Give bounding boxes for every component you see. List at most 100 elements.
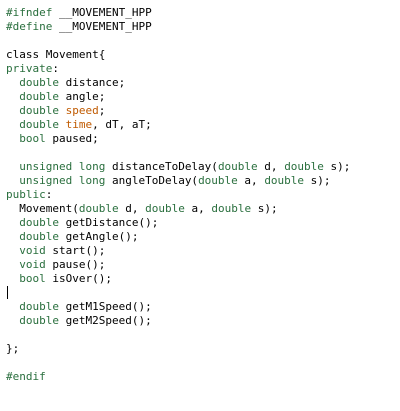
code-keyword: void <box>19 258 46 271</box>
code-text <box>6 244 19 257</box>
code-keyword: bool <box>19 272 46 285</box>
code-text <box>6 216 19 229</box>
code-text: angleToDelay( <box>105 174 199 187</box>
code-keyword: double <box>217 160 258 173</box>
code-keyword: double <box>145 202 185 215</box>
code-text <box>6 90 19 103</box>
code-line[interactable] <box>6 328 400 342</box>
code-text <box>6 230 19 243</box>
code-text <box>6 104 19 117</box>
code-text: Movement( <box>6 202 79 215</box>
code-text <box>6 174 19 187</box>
code-keyword: double <box>19 300 59 313</box>
code-text: ; <box>98 104 106 117</box>
code-line[interactable]: double getAngle(); <box>6 230 400 244</box>
code-text: getDistance(); <box>59 216 159 229</box>
code-text: distanceToDelay( <box>105 160 218 173</box>
code-line[interactable]: class Movement{ <box>6 48 400 62</box>
code-text: a, <box>184 202 212 215</box>
code-line[interactable]: #define __MOVEMENT_HPP <box>6 20 400 34</box>
code-keyword: void <box>19 244 46 257</box>
code-line[interactable]: double getM2Speed(); <box>6 314 400 328</box>
code-preprocessor: #endif <box>6 370 46 383</box>
code-text: s); <box>304 174 331 187</box>
code-text: : <box>45 188 53 201</box>
code-line[interactable]: double getM1Speed(); <box>6 300 400 314</box>
code-line[interactable]: double getDistance(); <box>6 216 400 230</box>
code-text <box>6 258 19 271</box>
code-text: a, <box>237 174 265 187</box>
code-text <box>6 300 19 313</box>
code-line[interactable]: bool isOver(); <box>6 272 400 286</box>
code-line[interactable] <box>6 286 400 300</box>
code-text: distance; <box>59 76 126 89</box>
text-cursor <box>7 286 8 299</box>
code-keyword: unsigned long <box>19 160 106 173</box>
code-text: : <box>52 62 59 75</box>
code-line[interactable]: void start(); <box>6 244 400 258</box>
code-text <box>6 314 19 327</box>
code-text: start(); <box>45 244 106 257</box>
code-text: getM2Speed(); <box>59 314 152 327</box>
code-keyword: bool <box>19 132 46 145</box>
code-identifier: time <box>65 118 93 131</box>
code-text: isOver(); <box>45 272 112 285</box>
code-text: angle; <box>59 90 106 103</box>
code-text <box>59 104 66 117</box>
code-line[interactable]: #endif <box>6 370 400 384</box>
code-line[interactable] <box>6 34 400 48</box>
code-text <box>6 76 19 89</box>
code-keyword: double <box>19 230 59 243</box>
code-line[interactable]: double angle; <box>6 90 400 104</box>
code-line[interactable]: public: <box>6 188 400 202</box>
code-line[interactable]: double speed; <box>6 104 400 118</box>
code-keyword: double <box>19 90 59 103</box>
code-keyword: double <box>211 202 252 215</box>
code-line[interactable]: void pause(); <box>6 258 400 272</box>
code-line[interactable]: unsigned long angleToDelay(double a, dou… <box>6 174 400 188</box>
code-text: class Movement{ <box>6 48 106 61</box>
code-line[interactable] <box>6 356 400 370</box>
code-text <box>6 272 19 285</box>
code-keyword: double <box>19 216 59 229</box>
code-text: __MOVEMENT_HPP <box>52 20 152 33</box>
code-line[interactable] <box>6 146 400 160</box>
code-text: }; <box>6 342 20 355</box>
code-text: s); <box>251 202 278 215</box>
code-line[interactable]: double time, dT, aT; <box>6 118 400 132</box>
code-keyword: double <box>198 174 238 187</box>
code-identifier: speed <box>65 104 99 117</box>
code-line[interactable]: }; <box>6 342 400 356</box>
code-keyword: double <box>78 202 119 215</box>
code-text: d, <box>257 160 285 173</box>
code-keyword: double <box>284 160 324 173</box>
code-text: d, <box>118 202 146 215</box>
code-line[interactable]: unsigned long distanceToDelay(double d, … <box>6 160 400 174</box>
code-text: pause(); <box>45 258 106 271</box>
code-text <box>6 118 19 131</box>
code-preprocessor: #ifndef <box>6 6 53 19</box>
code-line[interactable]: Movement(double d, double a, double s); <box>6 202 400 216</box>
code-text: , dT, aT; <box>92 118 152 131</box>
code-text: paused; <box>45 132 99 145</box>
code-text <box>6 132 19 145</box>
code-line[interactable]: #ifndef __MOVEMENT_HPP <box>6 6 400 20</box>
code-keyword: double <box>19 314 59 327</box>
code-text: __MOVEMENT_HPP <box>52 6 152 19</box>
code-keyword: double <box>19 118 59 131</box>
code-area[interactable]: #ifndef __MOVEMENT_HPP#define __MOVEMENT… <box>6 6 400 384</box>
code-text: getAngle(); <box>59 230 139 243</box>
code-keyword: private <box>6 62 53 75</box>
code-text: s); <box>323 160 351 173</box>
code-line[interactable]: double distance; <box>6 76 400 90</box>
code-text <box>59 118 66 131</box>
code-keyword: public <box>6 188 46 201</box>
code-keyword: unsigned long <box>19 174 106 187</box>
code-line[interactable]: private: <box>6 62 400 76</box>
code-line[interactable]: bool paused; <box>6 132 400 146</box>
code-text: getM1Speed(); <box>59 300 152 313</box>
code-text <box>6 160 19 173</box>
code-preprocessor: #define <box>6 20 53 33</box>
code-keyword: double <box>19 104 59 117</box>
